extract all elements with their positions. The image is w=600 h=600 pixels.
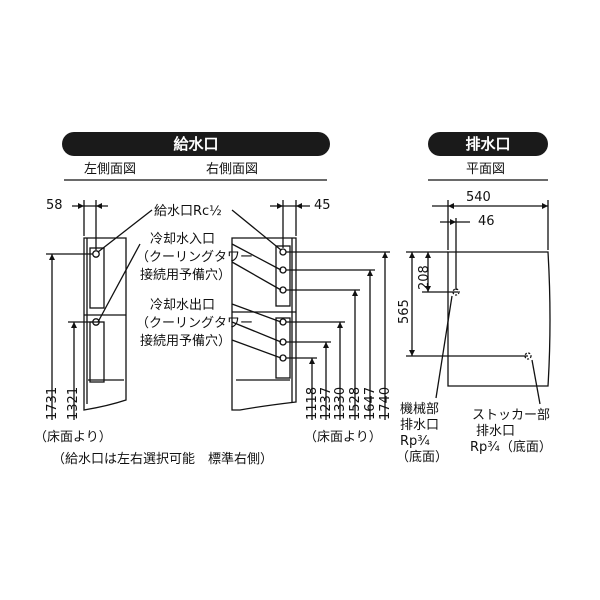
arrow-45-left [277, 203, 283, 209]
leader-coolout-right-c [231, 339, 282, 359]
machine-drain-line-2: 排水口 [400, 418, 440, 433]
arrow-1740 [382, 252, 388, 258]
arrow-1330 [337, 322, 343, 328]
arrow-208-top [425, 252, 431, 258]
machine-drain-line-3: Rp¾ [400, 434, 430, 449]
arrow-1118 [309, 358, 315, 364]
floor-note-left: （床面より） [34, 430, 112, 445]
drain-header: 排水口 [428, 132, 548, 156]
left-unit-panel-top [89, 247, 105, 309]
leader-supply-right [231, 209, 282, 251]
left-view-label: 左側面図 [84, 162, 137, 177]
leader-coolout-right-b [231, 321, 282, 343]
dim-58: 58 [46, 198, 63, 213]
cooling-inlet-line-2: （クーリングタワー [136, 250, 254, 265]
right-unit-panel-bottom [275, 317, 291, 379]
arrow-1731 [49, 254, 55, 260]
dim-565: 565 [397, 299, 412, 324]
arrow-565-top [409, 252, 415, 258]
leader-coolin-right-b [231, 261, 282, 291]
arrow-45-right [296, 203, 302, 209]
left-unit-outline [83, 237, 127, 411]
arrow-58-left [78, 203, 84, 209]
arrow-540-right [542, 203, 548, 209]
height-1237: 1237 [319, 386, 334, 420]
supply-side-note: （給水口は左右選択可能 標準右側） [52, 452, 274, 467]
dim-46: 46 [478, 214, 495, 229]
leader-coolin-right-a [231, 243, 282, 271]
arrow-58-right [96, 203, 102, 209]
arrow-1321 [71, 322, 77, 328]
cooling-inlet-line-3: 接続用予備穴） [140, 268, 232, 283]
arrow-1647 [367, 270, 373, 276]
leader-stocker-drain [531, 359, 541, 405]
height-1118: 1118 [305, 386, 320, 420]
floor-note-right: （床面より） [304, 430, 382, 445]
arrow-1528 [352, 290, 358, 296]
right-view-label: 右側面図 [206, 162, 259, 177]
height-1740: 1740 [378, 386, 393, 420]
leader-machine-drain [435, 295, 453, 399]
plan-outline [447, 251, 551, 387]
stocker-drain-line-2: 排水口 [476, 424, 516, 439]
leader-coolin-left [97, 243, 141, 323]
supply-header: 給水口 [62, 132, 330, 156]
dim-208: 208 [417, 265, 432, 290]
cooling-outlet-line-2: （クーリングタワー [136, 316, 254, 331]
cooling-inlet-line-1: 冷却水入口 [150, 232, 216, 247]
supply-port-label: 給水口Rc½ [154, 204, 222, 219]
arrow-1237 [323, 342, 329, 348]
dim-540: 540 [466, 190, 491, 205]
height-1647: 1647 [363, 386, 378, 420]
leader-supply-left [97, 209, 153, 253]
dim-45: 45 [314, 198, 331, 213]
arrow-208-bottom [425, 286, 431, 292]
height-1528: 1528 [348, 386, 363, 420]
cooling-outlet-line-3: 接続用予備穴） [140, 334, 232, 349]
arrow-540-left [448, 203, 454, 209]
stocker-drain-line-3: Rp¾（底面） [470, 440, 552, 455]
right-unit-outline [231, 237, 297, 411]
plan-view-label: 平面図 [466, 162, 506, 177]
arrow-565-bottom [409, 350, 415, 356]
height-1330: 1330 [333, 386, 348, 420]
machine-drain-line-4: （底面） [396, 450, 449, 465]
height-1321: 1321 [66, 386, 81, 420]
left-unit-panel-bottom [89, 321, 105, 383]
plan-stocker-drain-point [524, 352, 532, 360]
machine-drain-line-1: 機械部 [400, 402, 440, 417]
arrow-46-right [450, 219, 456, 225]
stocker-drain-line-1: ストッカー部 [472, 408, 551, 423]
height-1731: 1731 [45, 386, 60, 420]
cooling-outlet-line-1: 冷却水出口 [150, 298, 216, 313]
plan-machine-drain-point [452, 288, 460, 296]
leader-coolout-right-a [231, 303, 282, 323]
